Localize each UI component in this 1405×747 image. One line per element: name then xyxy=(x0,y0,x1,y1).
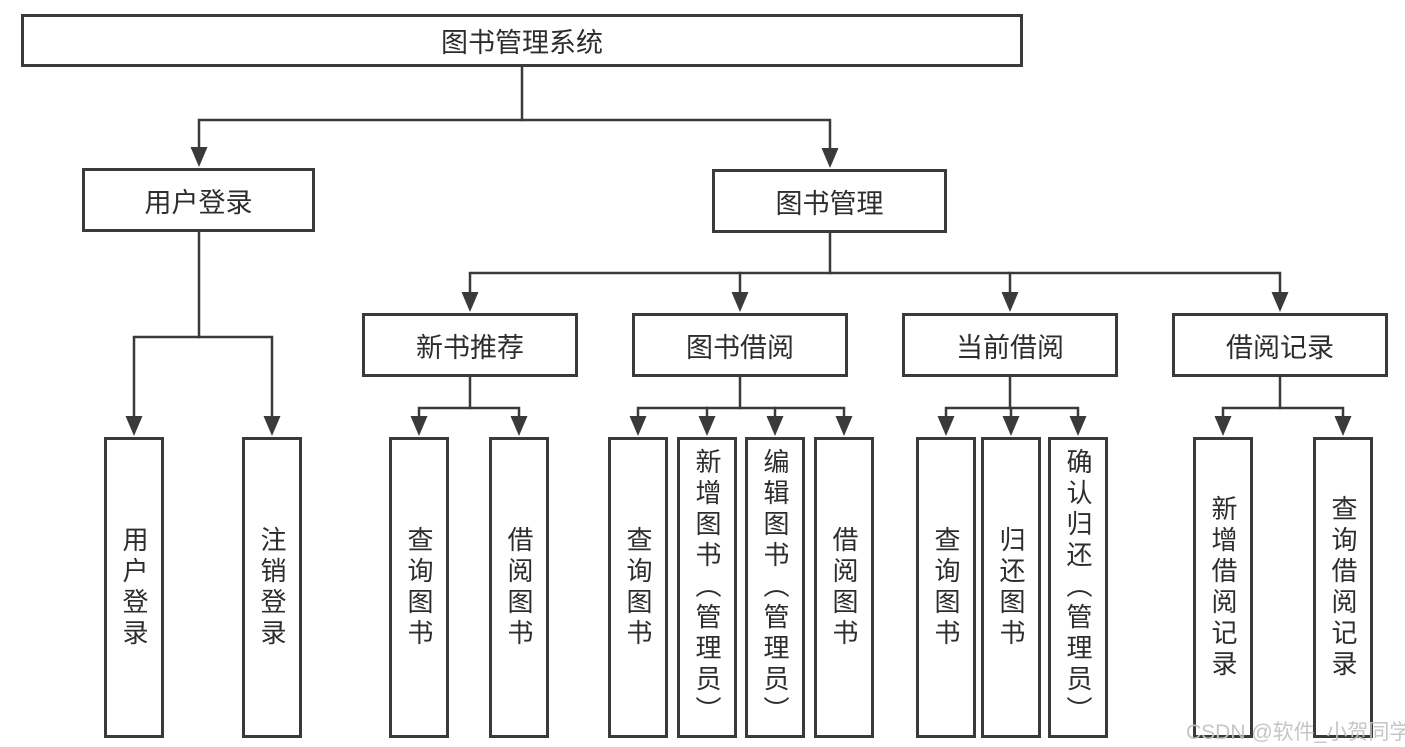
leaf-logout: 注销登录 xyxy=(242,437,302,738)
leaf-br-add-record: 新增借阅记录 xyxy=(1193,437,1253,738)
leaf-nb-query-books-label: 查询图书 xyxy=(404,525,434,650)
leaf-bb-edit-books-admin-label: 编辑图书（管理员） xyxy=(760,448,790,727)
leaf-bb-borrow-books-label: 借阅图书 xyxy=(829,525,859,650)
leaf-bb-query-books-label: 查询图书 xyxy=(623,525,653,650)
node-current-borrow-label: 当前借阅 xyxy=(956,332,1064,363)
node-user-login: 用户登录 xyxy=(82,168,315,232)
leaf-user-login: 用户登录 xyxy=(104,437,164,738)
leaf-br-add-record-label: 新增借阅记录 xyxy=(1208,494,1238,681)
node-new-book-recommend-label: 新书推荐 xyxy=(416,332,524,363)
node-book-management-label: 图书管理 xyxy=(775,188,884,219)
node-root: 图书管理系统 xyxy=(21,14,1023,67)
leaf-cb-confirm-return-admin-label: 确认归还（管理员） xyxy=(1063,448,1093,727)
node-root-label: 图书管理系统 xyxy=(441,28,603,58)
leaf-bb-borrow-books: 借阅图书 xyxy=(814,437,874,738)
node-book-borrow: 图书借阅 xyxy=(632,313,848,377)
node-borrow-records: 借阅记录 xyxy=(1172,313,1388,377)
leaf-cb-return-books: 归还图书 xyxy=(981,437,1041,738)
node-book-borrow-label: 图书借阅 xyxy=(686,332,794,363)
arrowheads xyxy=(125,147,1352,436)
leaf-cb-confirm-return-admin: 确认归还（管理员） xyxy=(1048,437,1108,738)
leaf-bb-query-books: 查询图书 xyxy=(608,437,668,738)
leaf-bb-edit-books-admin: 编辑图书（管理员） xyxy=(745,437,805,738)
leaf-cb-query-books-label: 查询图书 xyxy=(931,525,961,650)
leaf-bb-add-books-admin-label: 新增图书（管理员） xyxy=(692,448,722,727)
node-user-login-label: 用户登录 xyxy=(144,187,253,218)
node-borrow-records-label: 借阅记录 xyxy=(1226,332,1334,363)
leaf-br-query-record-label: 查询借阅记录 xyxy=(1328,494,1358,681)
leaf-nb-query-books: 查询图书 xyxy=(389,437,449,738)
node-book-management: 图书管理 xyxy=(712,169,947,233)
leaf-cb-query-books: 查询图书 xyxy=(916,437,976,738)
watermark: CSDN @软件_小贺同学 xyxy=(1186,721,1405,744)
leaf-cb-return-books-label: 归还图书 xyxy=(996,525,1026,650)
leaf-user-login-label: 用户登录 xyxy=(119,525,149,650)
node-current-borrow: 当前借阅 xyxy=(902,313,1118,377)
node-new-book-recommend: 新书推荐 xyxy=(362,313,578,377)
leaf-logout-label: 注销登录 xyxy=(257,525,287,650)
leaf-bb-add-books-admin: 新增图书（管理员） xyxy=(677,437,737,738)
leaf-nb-borrow-books-label: 借阅图书 xyxy=(504,525,534,650)
leaf-br-query-record: 查询借阅记录 xyxy=(1313,437,1373,738)
leaf-nb-borrow-books: 借阅图书 xyxy=(489,437,549,738)
